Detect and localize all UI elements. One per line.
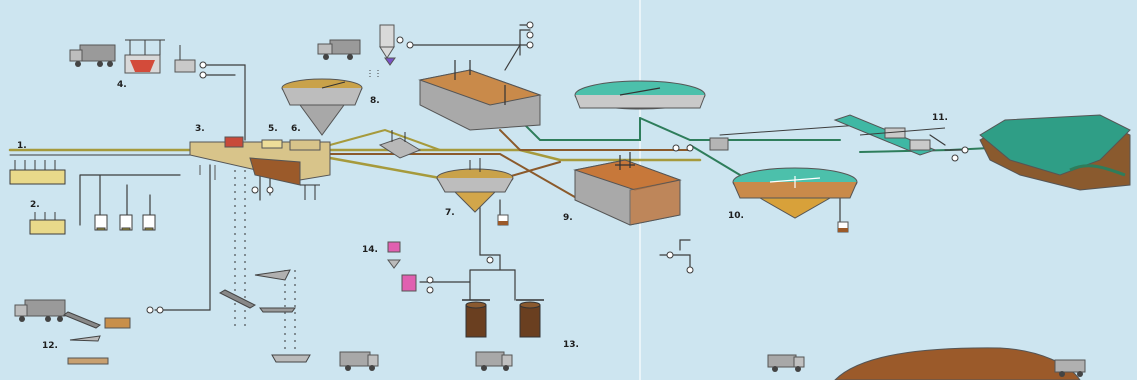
label-1: 1.	[17, 141, 27, 151]
receiving-water	[980, 115, 1130, 190]
label-14: 14.	[362, 245, 378, 255]
truck-12	[15, 300, 130, 364]
label-5: 5.	[268, 124, 278, 134]
line-9-out	[660, 240, 690, 270]
truck-4	[70, 45, 115, 67]
dump-truck-a	[340, 352, 378, 371]
dark-pipe-right	[720, 125, 860, 135]
label-9: 9.	[563, 213, 573, 223]
clarifier-10	[733, 168, 857, 232]
clarifier-big-top	[575, 81, 705, 109]
dump-truck-c	[768, 355, 804, 372]
label-12: 12.	[42, 341, 58, 351]
screen-conveyors	[220, 185, 320, 362]
label-10: 10.	[728, 211, 744, 221]
outlet-valves	[930, 135, 965, 150]
pipe-to-clarifier-7	[330, 158, 440, 178]
dosing-line-4	[200, 65, 245, 140]
line-8	[410, 45, 520, 70]
sludge-drop-lines	[235, 170, 295, 350]
line-to-12	[155, 165, 210, 310]
label-13: 13.	[563, 340, 579, 350]
label-7: 7.	[445, 208, 455, 218]
lime-silo-8	[318, 25, 395, 78]
label-3: 3.	[195, 124, 205, 134]
rect-basin-top	[420, 60, 540, 130]
filter-channel-11	[835, 115, 945, 155]
label-2: 2.	[30, 200, 40, 210]
rect-clarifier-9	[575, 152, 680, 225]
valve-stack	[520, 25, 530, 55]
chemical-dosing-14	[388, 242, 416, 291]
label-8: 8.	[370, 96, 380, 106]
junction-box	[710, 138, 728, 150]
label-11: 11.	[932, 113, 948, 123]
label-6: 6.	[291, 124, 301, 134]
label-4: 4.	[117, 80, 127, 90]
landfill-mound	[835, 348, 1085, 380]
feed-hopper-4	[125, 40, 195, 73]
reagent-tanks-2	[30, 212, 65, 234]
digesters-13	[462, 300, 544, 337]
reagent-tanks-1	[10, 160, 65, 184]
dump-truck-b	[476, 352, 512, 371]
dosing-tanks-row	[95, 215, 155, 230]
